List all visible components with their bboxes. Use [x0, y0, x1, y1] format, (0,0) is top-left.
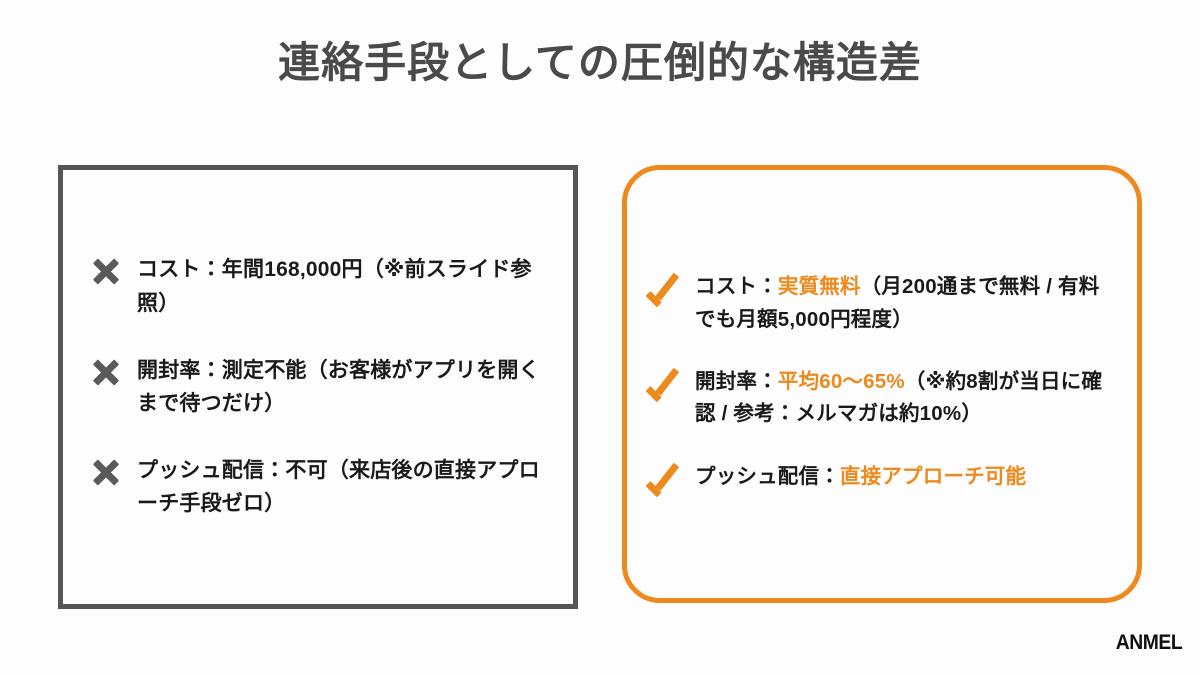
list-item-suffix: （※約8割が当日に確認 / 参考：メルマガは約10%）	[695, 370, 1103, 426]
list-item: プッシュ配信：直接アプローチ可能	[647, 461, 1119, 497]
list-item: 開封率：測定不能（お客様がアプリを開くまで待つだけ）	[89, 354, 551, 420]
check-mark-icon	[647, 463, 681, 497]
negative-comparison-panel: コスト：年間168,000円（※前スライド参照） 開封率：測定不能（お客様がアプ…	[58, 165, 578, 609]
list-item: コスト：年間168,000円（※前スライド参照）	[89, 253, 551, 319]
list-item-label: コスト：実質無料（月200通まで無料 / 有料でも月額5,000円程度）	[695, 271, 1119, 336]
check-mark-icon	[647, 368, 681, 402]
list-item-label: プッシュ配信：不可（来店後の直接アプローチ手段ゼロ）	[137, 459, 540, 516]
brand-logo: ANMEL	[1115, 631, 1183, 654]
list-item-label: プッシュ配信：直接アプローチ可能	[695, 461, 1026, 493]
list-item-prefix: プッシュ配信：	[695, 464, 840, 488]
list-item-suffix: （月200通まで無料 / 有料でも月額5,000円程度）	[695, 275, 1100, 331]
list-item-label: コスト：年間168,000円（※前スライド参照）	[137, 258, 532, 315]
positive-item-list: コスト：実質無料（月200通まで無料 / 有料でも月額5,000円程度） 開封率…	[627, 170, 1137, 598]
x-mark-icon	[89, 255, 123, 289]
list-item-highlight: 直接アプローチ可能	[839, 464, 1027, 488]
list-item-prefix: コスト：	[695, 275, 778, 299]
negative-item-list: コスト：年間168,000円（※前スライド参照） 開封率：測定不能（お客様がアプ…	[63, 170, 573, 604]
list-item-highlight: 平均60〜65%	[777, 370, 905, 393]
page-title: 連絡手段としての圧倒的な構造差	[278, 39, 922, 86]
x-mark-icon	[89, 356, 123, 390]
check-mark-icon	[647, 273, 681, 307]
list-item-label: 開封率：平均60〜65%（※約8割が当日に確認 / 参考：メルマガは約10%）	[695, 366, 1119, 431]
list-item-prefix: 開封率：	[695, 370, 778, 393]
x-mark-icon	[89, 456, 123, 490]
list-item: プッシュ配信：不可（来店後の直接アプローチ手段ゼロ）	[89, 454, 551, 520]
list-item: 開封率：平均60〜65%（※約8割が当日に確認 / 参考：メルマガは約10%）	[647, 366, 1119, 431]
list-item: コスト：実質無料（月200通まで無料 / 有料でも月額5,000円程度）	[647, 271, 1119, 336]
positive-comparison-panel: コスト：実質無料（月200通まで無料 / 有料でも月額5,000円程度） 開封率…	[622, 165, 1142, 603]
list-item-highlight: 実質無料	[777, 275, 861, 299]
list-item-label: 開封率：測定不能（お客様がアプリを開くまで待つだけ）	[137, 358, 540, 415]
